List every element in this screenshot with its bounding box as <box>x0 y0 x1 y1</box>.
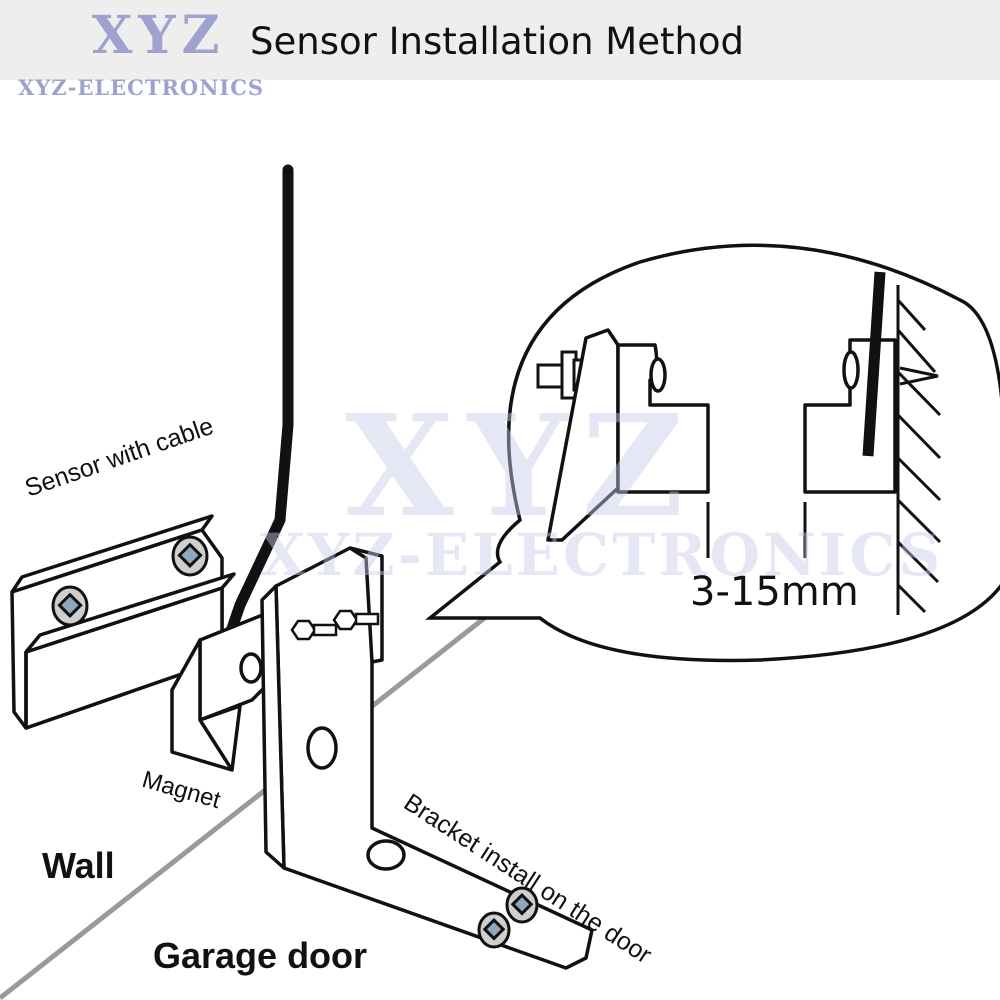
magnet-block <box>170 610 274 772</box>
watermark-subtitle: XYZ-ELECTRONICS <box>260 521 944 589</box>
bracket-bolt-1 <box>290 619 338 641</box>
bracket-screw-2 <box>477 911 511 949</box>
page-title: Sensor Installation Method <box>250 20 745 63</box>
brand-subtitle: XYZ-ELECTRONICS <box>18 75 265 100</box>
bracket-screw-1 <box>505 886 539 924</box>
label-gap-distance: 3-15mm <box>690 569 859 615</box>
wall-floor-line <box>0 596 512 1000</box>
sensor-block <box>10 514 236 730</box>
brand-logo: XYZ <box>92 5 226 66</box>
label-wall: Wall <box>42 845 115 886</box>
door-bracket <box>260 546 594 970</box>
header-bar: XYZ Sensor Installation Method <box>0 0 1000 80</box>
bracket-bolt-2 <box>332 609 380 631</box>
detail-wall-hatch <box>896 285 942 615</box>
detail-cable <box>862 271 886 457</box>
watermark-logo: XYZ <box>345 385 698 549</box>
detail-magnet <box>616 343 710 494</box>
sensor-screw-1 <box>51 585 89 627</box>
label-garage-door: Garage door <box>153 935 368 976</box>
sensor-screw-2 <box>171 535 209 577</box>
sensor-cable <box>222 164 294 646</box>
